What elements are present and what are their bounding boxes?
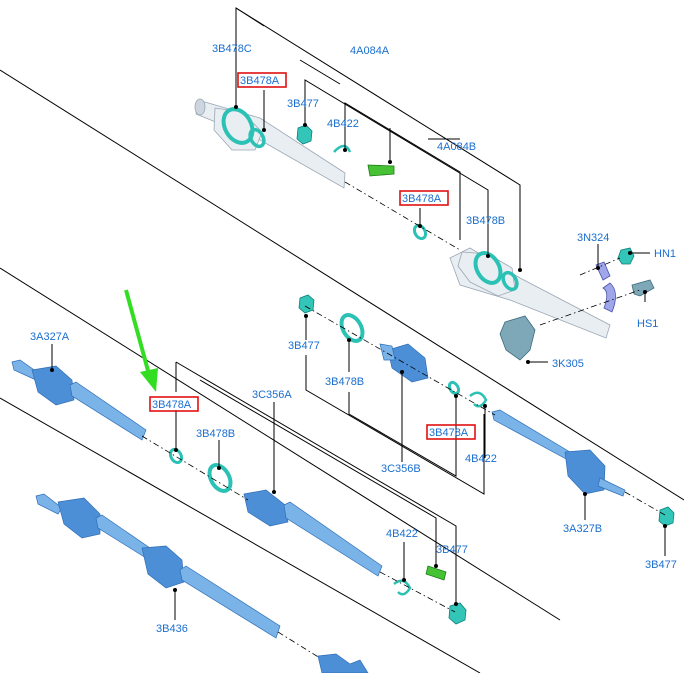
label-4b422-bot[interactable]: 4B422 xyxy=(386,528,418,540)
highlight-box-top xyxy=(237,72,287,88)
label-4b422-top[interactable]: 4B422 xyxy=(327,118,359,130)
label-3b478b-mid[interactable]: 3B478B xyxy=(325,376,364,388)
label-3b478a-left[interactable]: 3B478A xyxy=(152,399,192,411)
leader-dots xyxy=(50,105,667,606)
label-3c356a[interactable]: 3C356A xyxy=(252,389,292,401)
label-4b422-right[interactable]: 4B422 xyxy=(465,453,497,465)
part-labels: 3B478C 3B478A 4A084A 3B477 4B422 4A084B … xyxy=(30,43,677,635)
label-3b478b-left[interactable]: 3B478B xyxy=(196,428,235,440)
left-driveshaft-assembly xyxy=(11,359,383,577)
bottom-driveshaft-assembly xyxy=(35,493,369,673)
label-3b477-bot[interactable]: 3B477 xyxy=(436,544,468,556)
hub-parts-group xyxy=(499,247,655,361)
label-3b478b-top[interactable]: 3B478B xyxy=(466,215,505,227)
label-hs1[interactable]: HS1 xyxy=(637,318,658,330)
highlight-boxes xyxy=(149,72,476,440)
label-3b478a-mid[interactable]: 3B478A xyxy=(402,193,442,205)
label-3b436[interactable]: 3B436 xyxy=(156,623,188,635)
top-driveshaft-assembly xyxy=(194,98,611,339)
label-3a327b[interactable]: 3A327B xyxy=(563,523,602,535)
highlight-box-mid xyxy=(399,190,449,206)
section-dividers xyxy=(0,69,684,673)
leader-lines xyxy=(51,7,666,620)
label-3b478a-right[interactable]: 3B478A xyxy=(429,427,469,439)
label-3b477-top[interactable]: 3B477 xyxy=(287,98,319,110)
label-3b478c[interactable]: 3B478C xyxy=(212,43,252,55)
label-3b477-right[interactable]: 3B477 xyxy=(645,559,677,571)
label-3c356b[interactable]: 3C356B xyxy=(381,463,421,475)
label-3a327a[interactable]: 3A327A xyxy=(30,331,70,343)
highlight-box-right xyxy=(426,424,476,440)
highlight-box-left xyxy=(149,396,199,412)
label-3n324[interactable]: 3N324 xyxy=(577,232,609,244)
middle-driveshaft-assembly xyxy=(298,294,675,527)
label-3k305[interactable]: 3K305 xyxy=(552,358,584,370)
label-3b477-mid[interactable]: 3B477 xyxy=(288,340,320,352)
label-4a084a[interactable]: 4A084A xyxy=(350,45,390,57)
label-4a084b[interactable]: 4A084B xyxy=(437,141,476,153)
bottom-small-parts xyxy=(379,565,467,625)
pointer-arrow xyxy=(124,289,158,392)
label-hn1[interactable]: HN1 xyxy=(654,248,676,260)
label-3b478a-top[interactable]: 3B478A xyxy=(240,75,280,87)
